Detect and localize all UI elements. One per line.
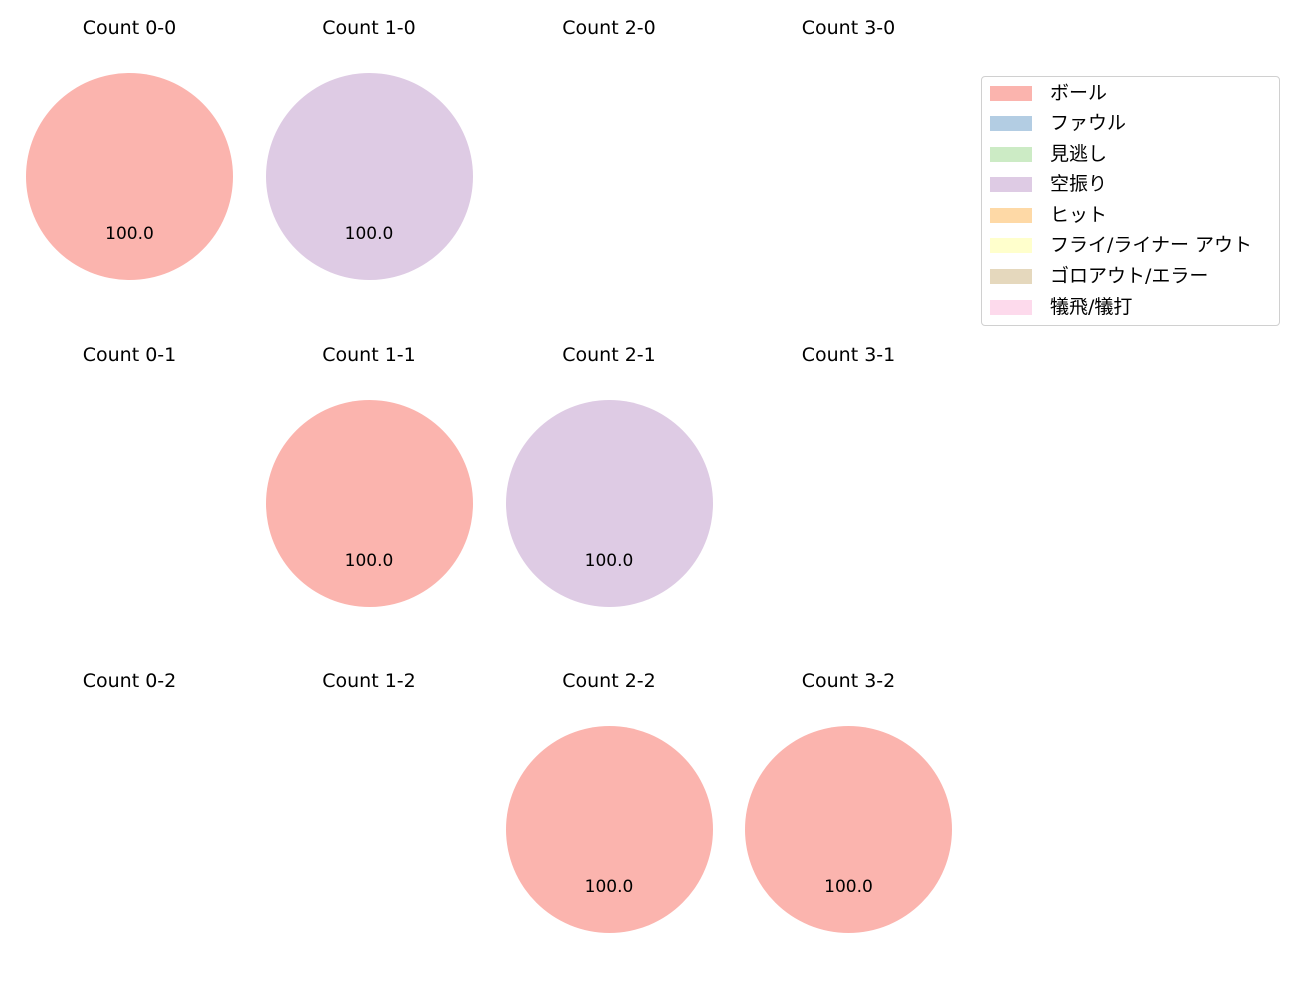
legend-item-hit: ヒット: [990, 204, 1107, 226]
subplot-count-0-0: Count 0-0 100.0: [10, 0, 250, 326]
subplot-title: Count 3-1: [801, 344, 896, 366]
subplot-count-0-2: Count 0-2: [10, 653, 250, 979]
legend-swatch: [990, 207, 1032, 223]
subplot-count-1-2: Count 1-2: [249, 653, 489, 979]
legend-label: ゴロアウト/エラー: [1050, 265, 1209, 287]
legend-label: 犠飛/犠打: [1050, 296, 1133, 318]
subplot-title: Count 2-2: [562, 670, 656, 692]
legend: ボール ファウル 見逃し 空振り ヒット フライ/ライナー アウト ゴロアウト/…: [981, 76, 1280, 326]
legend-item-sacrifice: 犠飛/犠打: [990, 296, 1132, 318]
legend-label: 空振り: [1050, 173, 1108, 195]
subplot-title: Count 1-1: [322, 344, 416, 366]
subplot-title: Count 2-0: [562, 17, 656, 39]
subplot-count-2-2: Count 2-2 100.0: [489, 653, 729, 979]
legend-item-swinging-strike: 空振り: [990, 173, 1107, 195]
legend-swatch: [990, 85, 1032, 101]
legend-item-groundout-error: ゴロアウト/エラー: [990, 265, 1208, 287]
legend-swatch: [990, 268, 1032, 284]
pie-percent-label: 100.0: [105, 224, 154, 244]
subplot-count-1-0: Count 1-0 100.0: [249, 0, 489, 326]
pie-chart: 100.0: [505, 400, 713, 607]
legend-item-foul: ファウル: [990, 112, 1126, 134]
legend-label: フライ/ライナー アウト: [1050, 234, 1253, 256]
legend-swatch: [990, 146, 1032, 162]
legend-swatch: [990, 115, 1032, 131]
pie-percent-label: 100.0: [344, 224, 394, 244]
legend-swatch: [990, 237, 1032, 253]
subplot-title: Count 3-2: [801, 670, 896, 692]
pie-chart: 100.0: [26, 73, 233, 280]
legend-label: ヒット: [1050, 204, 1108, 226]
pie-percent-label: 100.0: [584, 551, 634, 571]
pie-percent-label: 100.0: [344, 551, 394, 571]
subplot-title: Count 1-2: [322, 670, 416, 692]
legend-swatch: [990, 299, 1032, 315]
legend-item-ball: ボール: [990, 82, 1107, 104]
legend-label: ボール: [1050, 82, 1108, 104]
legend-label: 見逃し: [1050, 143, 1108, 165]
legend-item-called-strike: 見逃し: [990, 143, 1107, 165]
subplot-count-2-0: Count 2-0: [489, 0, 729, 326]
subplot-count-3-2: Count 3-2 100.0: [729, 653, 969, 979]
subplot-count-3-1: Count 3-1: [729, 327, 969, 653]
subplot-title: Count 2-1: [562, 344, 656, 366]
pie-chart: 100.0: [265, 73, 473, 280]
subplot-title: Count 0-2: [82, 670, 177, 692]
pie-chart: 100.0: [265, 400, 473, 607]
pie-percent-label: 100.0: [584, 877, 634, 897]
legend-item-fly-liner-out: フライ/ライナー アウト: [990, 234, 1252, 256]
legend-swatch: [990, 176, 1032, 192]
pie-percent-label: 100.0: [824, 877, 873, 897]
subplot-count-2-1: Count 2-1 100.0: [489, 327, 729, 653]
legend-label: ファウル: [1050, 112, 1127, 134]
subplot-count-1-1: Count 1-1 100.0: [249, 327, 489, 653]
pie-chart: 100.0: [505, 726, 713, 933]
subplot-title: Count 1-0: [322, 17, 416, 39]
subplot-count-3-0: Count 3-0: [729, 0, 969, 326]
subplot-title: Count 0-0: [82, 17, 177, 39]
subplot-count-0-1: Count 0-1: [10, 327, 250, 653]
subplot-title: Count 0-1: [82, 344, 177, 366]
pie-chart: 100.0: [745, 726, 952, 933]
subplot-title: Count 3-0: [801, 17, 896, 39]
